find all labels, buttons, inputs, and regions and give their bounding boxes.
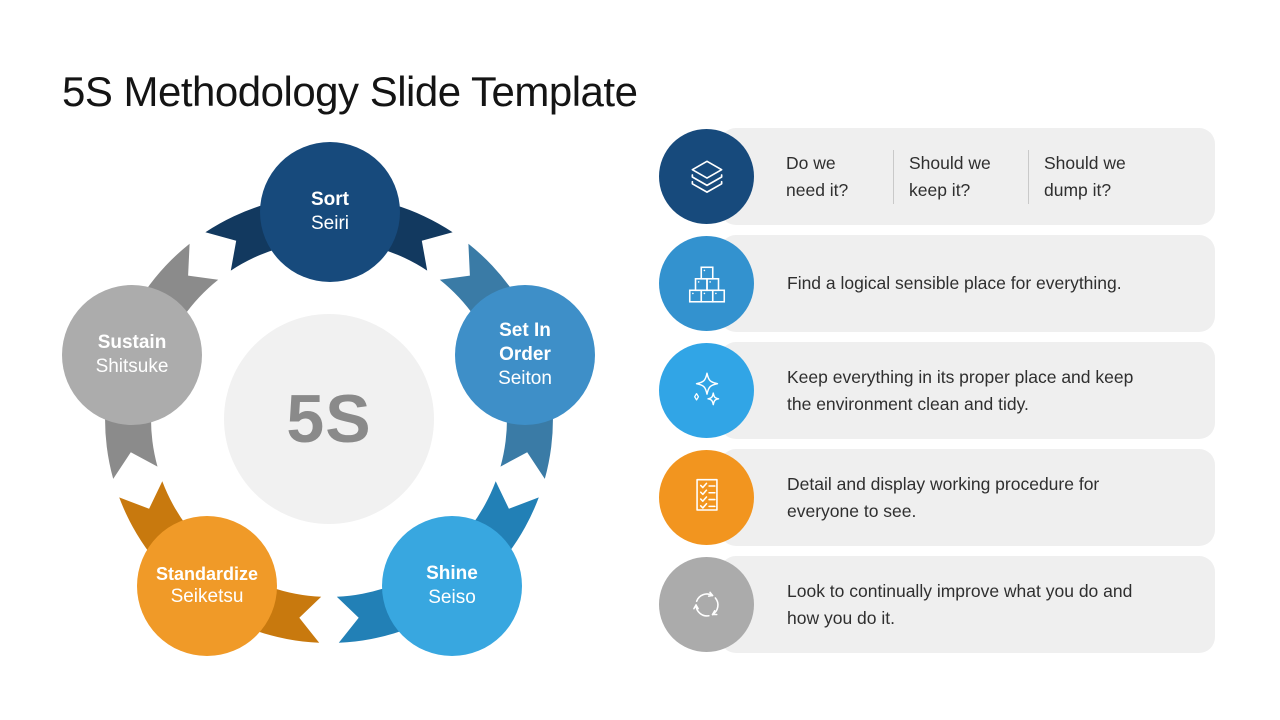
detail-row-shine: Keep everything in its proper place and … (659, 342, 1215, 439)
detail-row-sort: Do we need it? Should we keep it? Should… (659, 128, 1215, 225)
center-5s-label: 5S (286, 381, 372, 457)
detail-card: Look to continually improve what you do … (720, 556, 1215, 653)
question-need: Do we need it? (786, 153, 849, 200)
column-divider (893, 149, 894, 204)
detail-card: Find a logical sensible place for everyt… (720, 235, 1215, 332)
node-standardize-name: Standardize (155, 563, 259, 584)
node-shine-japanese: Seiso (428, 587, 476, 608)
question-dump: Should we dump it? (1044, 153, 1126, 200)
sync-icon (659, 557, 754, 652)
node-shine: Shine Seiso (382, 516, 522, 656)
detail-text-standardize: Detail and display working procedure for… (787, 474, 1100, 521)
detail-text-shine: Keep everything in its proper place and … (787, 367, 1134, 414)
detail-card: Keep everything in its proper place and … (720, 342, 1215, 439)
column-divider (1028, 149, 1029, 204)
detail-row-standardize: Detail and display working procedure for… (659, 449, 1215, 546)
node-sustain-japanese: Shitsuke (95, 356, 169, 377)
node-set-in-order: Set In Order Seiton (455, 285, 595, 425)
node-set-in-order-japanese: Seiton (498, 367, 552, 389)
node-shine-name: Shine (426, 563, 478, 585)
node-standardize: Standardize Seiketsu (137, 516, 277, 656)
detail-card: Do we need it? Should we keep it? Should… (720, 128, 1215, 225)
sparkles-icon (659, 343, 754, 438)
layers-icon (659, 129, 754, 224)
page-title: 5S Methodology Slide Template (62, 68, 638, 116)
blocks-icon (659, 236, 754, 331)
node-standardize-japanese: Seiketsu (170, 586, 244, 608)
detail-text-set-in-order: Find a logical sensible place for everyt… (787, 273, 1122, 294)
question-keep: Should we keep it? (909, 153, 991, 200)
node-sustain: Sustain Shitsuke (62, 285, 202, 425)
details-panel: Do we need it? Should we keep it? Should… (659, 128, 1215, 663)
center-5s-circle: 5S (224, 314, 434, 524)
detail-row-sustain: Look to continually improve what you do … (659, 556, 1215, 653)
node-sustain-name: Sustain (97, 332, 167, 354)
detail-text-sustain: Look to continually improve what you do … (787, 581, 1133, 628)
detail-card: Detail and display working procedure for… (720, 449, 1215, 546)
detail-row-set-in-order: Find a logical sensible place for everyt… (659, 235, 1215, 332)
node-set-in-order-name: Set In Order (499, 320, 551, 366)
question-columns: Do we need it? Should we keep it? Should… (720, 128, 1162, 225)
node-sort: Sort Seiri (260, 142, 400, 282)
node-sort-japanese: Seiri (310, 213, 349, 234)
node-sort-name: Sort (311, 189, 349, 211)
checklist-icon (659, 450, 754, 545)
